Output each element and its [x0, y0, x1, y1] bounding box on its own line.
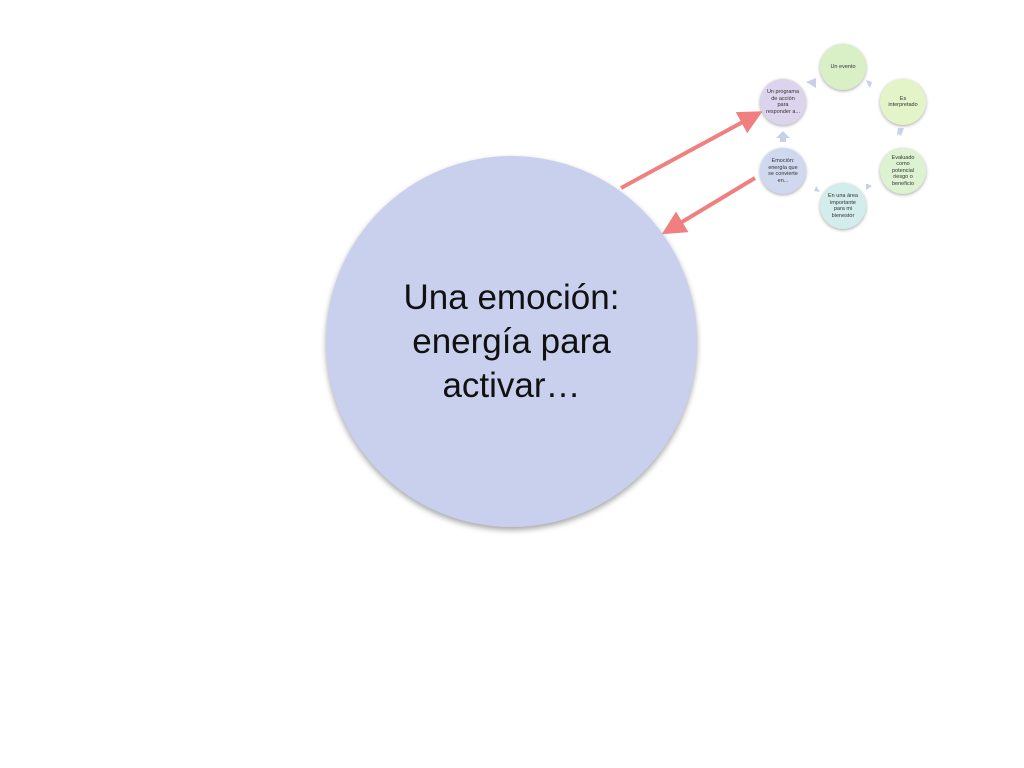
cycle-arrow-2: [897, 128, 904, 136]
cycle-node-label: Un evento: [830, 63, 856, 70]
cycle-node-un-evento: Un evento: [820, 44, 866, 90]
cycle-node-programa: Un programa de acción para responder a..…: [760, 79, 806, 125]
cycle-node-label: Un programa de acción para responder a..…: [766, 89, 800, 115]
cycle-node-label: Evaluado como potencial riesgo o benefic…: [891, 154, 915, 187]
cycle-node-area-importante: En una área importante para mi bienestor: [820, 183, 866, 229]
cycle-arrow-3: [866, 184, 872, 190]
connector-arrow-to-circle: [661, 176, 757, 235]
cycle-node-es-interpretado: Es interpretado: [880, 79, 926, 125]
cycle-node-emocion: Emoción: energía que se convierte en...: [760, 148, 806, 194]
cycle-arrow-6: [806, 78, 816, 88]
cycle-arrow-4: [814, 186, 820, 192]
cycle-node-label: En una área importante para mi bienestor: [828, 193, 858, 219]
cycle-node-label: Es interpretado: [888, 95, 918, 109]
cycle-arrow-5: [776, 131, 790, 142]
cycle-arrow-1: [866, 80, 872, 88]
connector-arrow-to-cycle: [620, 111, 763, 190]
cycle-node-label: Emoción: energía que se convierte en...: [768, 158, 798, 184]
main-emotion-text: Una emoción: energía para activar…: [403, 277, 620, 405]
main-emotion-circle: Una emoción: energía para activar…: [326, 156, 697, 527]
cycle-node-evaluado: Evaluado como potencial riesgo o benefic…: [880, 148, 926, 194]
cycle-chevrons: [776, 78, 904, 192]
